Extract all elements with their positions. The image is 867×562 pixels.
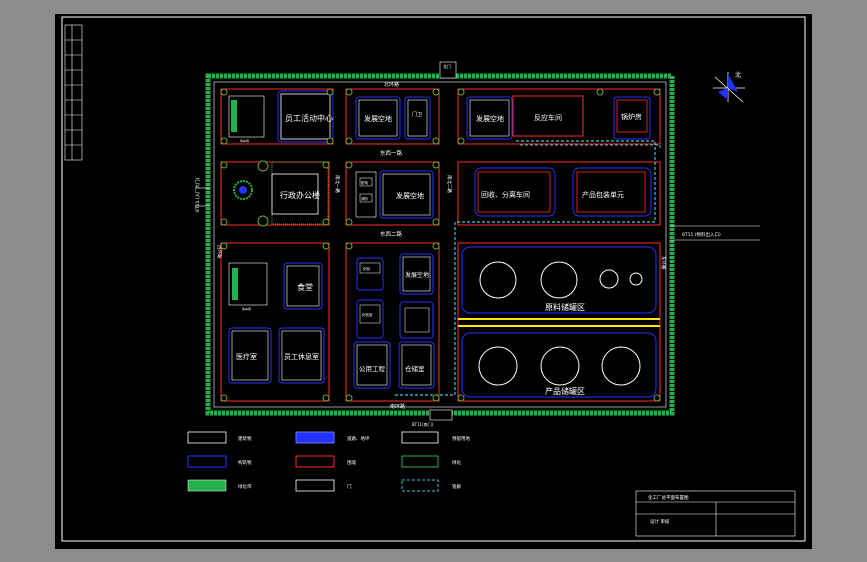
road-label-ns-2: 南北二路 [446,175,453,193]
block-canteen [220,242,330,402]
legend-label-reserved: 预留用地 [452,435,470,442]
legend-label-building: 建筑物 [238,435,252,442]
east-gate-icon: 8T11 (物料出入口) [670,225,760,241]
legend-swatch-gate [295,479,335,492]
material-tank-area [461,246,657,314]
title-block [635,490,796,537]
road-label-south: 南环路 [390,403,405,410]
reaction-workshop-label: 反应车间 [534,113,562,122]
legend-swatch-wall [295,455,335,468]
material-tank-4 [629,272,643,286]
medical-label: 医疗室 [236,352,257,361]
free-land-3-label: 发展空地 [396,191,424,200]
pipe-rack-dashed [395,140,656,396]
east-gate-label: 8T11 (物料出入口) [682,231,721,238]
material-tank-3 [599,269,619,289]
legend-label-gate: 门 [347,483,352,490]
road-label-west: 西环路 [216,245,223,259]
tree-icons [220,88,661,402]
north-gate-label: 北门 [443,63,451,69]
utility-label: 公用工程 [359,364,386,373]
admin-office-label: 行政办公楼 [280,190,320,200]
free-land-4-label: 发展空地 [405,271,429,279]
legend-label-road: 道路、地坪 [347,435,370,442]
warehouse-label: 仓储室 [405,364,425,373]
staff-dorm-label: 员工休息室 [284,352,319,361]
block-utility [345,242,440,402]
road-label-east-west-1: 东西一路 [380,149,403,157]
left-title-strip [64,24,83,161]
admin-building [271,173,319,215]
boiler-label: 锅炉房 [621,112,642,121]
parking-2-label: 停车场 [242,306,251,311]
product-packing-label: 产品包装单元 [582,190,624,199]
block-recycle [457,161,661,226]
product-tank-1 [478,346,518,386]
parking-lot-1: 停车场 [228,95,265,143]
free-land-2-label: 发展空地 [476,114,504,123]
staff-center-building [280,93,331,140]
legend-swatch-green-belt [187,479,227,492]
title-block-row-1: 化工厂总平面布置图 [648,494,689,501]
small-c-label: 化验 [363,266,371,271]
product-tank-label: 产品储罐区 [545,386,585,396]
north-gate-icon: 北门 [439,61,457,79]
road-label-east-west-2: 东西二路 [380,230,403,238]
canteen-label: 食堂 [297,282,313,292]
south-gate-label: 8T11(南门) [412,421,434,427]
gate-house-label: 门卫 [412,111,422,118]
product-tank-2 [540,346,580,386]
staff-center-label: 员工活动中心 [285,113,333,123]
product-tank-area [461,332,657,398]
legend-swatch-structure [187,455,227,468]
north-compass-icon: 北 [713,71,745,103]
product-tank-3 [601,346,641,386]
material-tank-2 [540,261,578,299]
legend-label-green-belt: 绿化带 [238,483,252,490]
block-free-land-1 [345,88,440,145]
legend-swatch-green [401,455,439,468]
legend-label-pipe: 管廊 [452,483,461,490]
road-label-north: 北环路 [384,81,399,88]
reaction-workshop-building [512,95,584,137]
recycle-workshop-label: 回收、分离车间 [481,190,530,199]
small-b-label: 消防 [361,196,369,201]
legend-label-structure: 构筑物 [238,459,252,466]
south-gate-icon: 8T11(南门) [412,409,453,427]
road-label-ns-1: 南北一路 [334,175,341,193]
material-tank-1 [479,261,517,299]
material-tank-label: 原料储罐区 [545,302,585,312]
small-d-label: 化验室 [362,312,373,317]
block-tanks [457,242,661,402]
legend: 建筑物 道路、地坪 预留用地 构筑物 围墙 绿化 绿化带 门 管廊 [187,431,470,492]
legend-swatch-building [187,431,227,444]
parking-1-label: 停车场 [240,138,249,143]
legend-swatch-road [295,431,335,444]
parking-lot-2: 停车场 [228,262,268,311]
road-label-east-ring: 东环路 [660,256,667,270]
title-block-row-2: 设计 审核 [650,518,670,525]
drawing-frame [61,16,806,542]
compass-label: 北 [735,71,741,79]
small-a-label: 配电 [361,180,369,185]
legend-label-wall: 围墙 [347,459,356,466]
free-land-1-label: 发展空地 [364,114,392,123]
west-gate-label: 8T11 (入厂大门) [194,177,201,212]
block-free-land-3 [345,161,440,226]
block-reaction [457,88,661,145]
legend-label-green: 绿化 [452,459,461,466]
west-gate-icon: 8T11 (入厂大门) [194,177,210,212]
legend-swatch-reserved [401,431,439,444]
site-road-edge [213,81,667,408]
fountain-icon [233,180,253,200]
legend-swatch-pipe [401,479,439,492]
